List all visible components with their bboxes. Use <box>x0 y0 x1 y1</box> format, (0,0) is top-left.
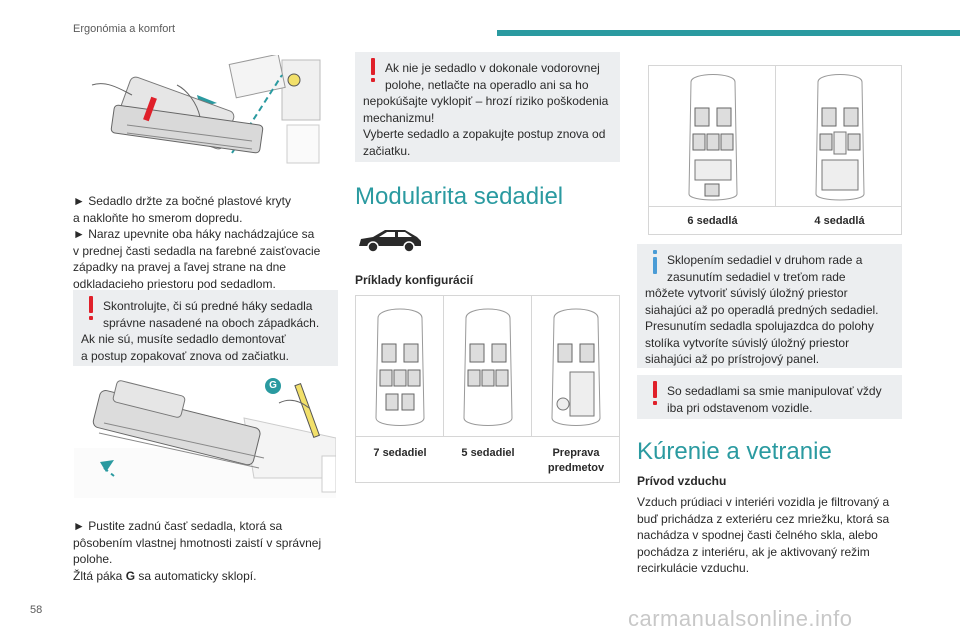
warning-callout-text: So sedadlami sa smie manipulovať vždy ib… <box>667 384 882 415</box>
car-topview-4-seats <box>815 74 865 201</box>
lever-note: Žltá páka G sa automaticky sklopí. <box>73 568 338 585</box>
car-topview-6-seats <box>688 74 738 201</box>
seat-config-figure-row-1: 7 sedadiel 5 sedadiel Preprava predmetov <box>355 295 620 483</box>
config-cell-7-seats <box>356 296 444 436</box>
config-cell-cargo <box>532 296 620 436</box>
air-intake-paragraph: Vzduch prúdiaci v interiéri vozidla je f… <box>637 495 890 575</box>
section-title-seat-modularity: Modularita sedadiel <box>355 183 564 210</box>
running-header: Ergonómia a komfort <box>73 23 176 35</box>
lever-note-bold: G <box>125 568 136 583</box>
seat-config-figure-row-2: 6 sedadlá 4 sedadlá <box>648 65 902 235</box>
seat-removal-illustration-1 <box>82 53 322 170</box>
car-topview-7-seats <box>375 308 425 426</box>
config-label-7-seats: 7 sedadiel <box>373 447 427 459</box>
info-callout-text-cont: môžete vytvoriť súvislý úložný priestor … <box>645 286 879 366</box>
warning-icon <box>368 58 378 84</box>
warning-callout-text: Skontrolujte, či sú predné háky sedadla … <box>103 299 320 330</box>
config-label-cargo: Preprava predmetov <box>547 447 605 474</box>
config-label-4-seats: 4 sedadlá <box>814 215 865 227</box>
instruction-paragraph-2-text: ► Pustite zadnú časť sedadla, ktorá sa p… <box>73 519 322 566</box>
figure-divider <box>649 206 901 207</box>
config-label-5-seats: 5 sedadiel <box>461 447 515 459</box>
watermark-logo: carmanualsonline.info <box>628 606 853 631</box>
warning-callout-hooks: Skontrolujte, či sú predné háky sedadla … <box>73 290 338 366</box>
config-cell-6-seats <box>649 66 776 206</box>
instruction-paragraph-1: ► Sedadlo držte za bočné plastové kryty … <box>73 194 321 291</box>
info-icon <box>650 250 660 276</box>
config-cell-4-seats <box>776 66 903 206</box>
config-label-6-seats: 6 sedadlá <box>687 215 738 227</box>
warning-callout-text: Ak nie je sedadlo v dokonale vodorovnej … <box>385 61 600 92</box>
info-callout-storage: Sklopením sedadiel v druhom rade a zasun… <box>637 244 902 368</box>
seat-removal-illustration-2: G <box>74 378 337 500</box>
figure-divider <box>356 436 619 437</box>
config-cell-5-seats <box>444 296 532 436</box>
warning-callout-horizontal: Ak nie je sedadlo v dokonale vodorovnej … <box>355 52 620 162</box>
car-topview-cargo <box>551 308 601 426</box>
warning-icon <box>650 381 660 407</box>
section-title-heating: Kúrenie a vetranie <box>637 438 832 465</box>
page-number: 58 <box>30 604 43 616</box>
warning-callout-text-cont: Ak nie sú, musíte sedadlo demontovať a p… <box>81 332 289 363</box>
lever-note-pre: Žltá páka <box>73 568 126 583</box>
info-callout-text: Sklopením sedadiel v druhom rade a zasun… <box>667 253 863 284</box>
header-accent-bar <box>497 30 960 36</box>
subheading-configurations: Príklady konfigurácií <box>355 273 474 287</box>
warning-callout-stationary: So sedadlami sa smie manipulovať vždy ib… <box>637 375 902 419</box>
instruction-paragraph-2: ► Pustite zadnú časť sedadla, ktorá sa p… <box>73 518 338 584</box>
car-topview-5-seats <box>463 308 513 426</box>
subheading-air-intake: Prívod vzduchu <box>637 474 727 488</box>
warning-icon <box>86 296 96 322</box>
car-silhouette-icon <box>355 224 425 256</box>
lever-g-badge: G <box>265 378 281 394</box>
warning-callout-text-cont: nepokúšajte vyklopiť – hrozí riziko pošk… <box>363 94 609 158</box>
lever-note-post: sa automaticky sklopí. <box>135 568 257 583</box>
